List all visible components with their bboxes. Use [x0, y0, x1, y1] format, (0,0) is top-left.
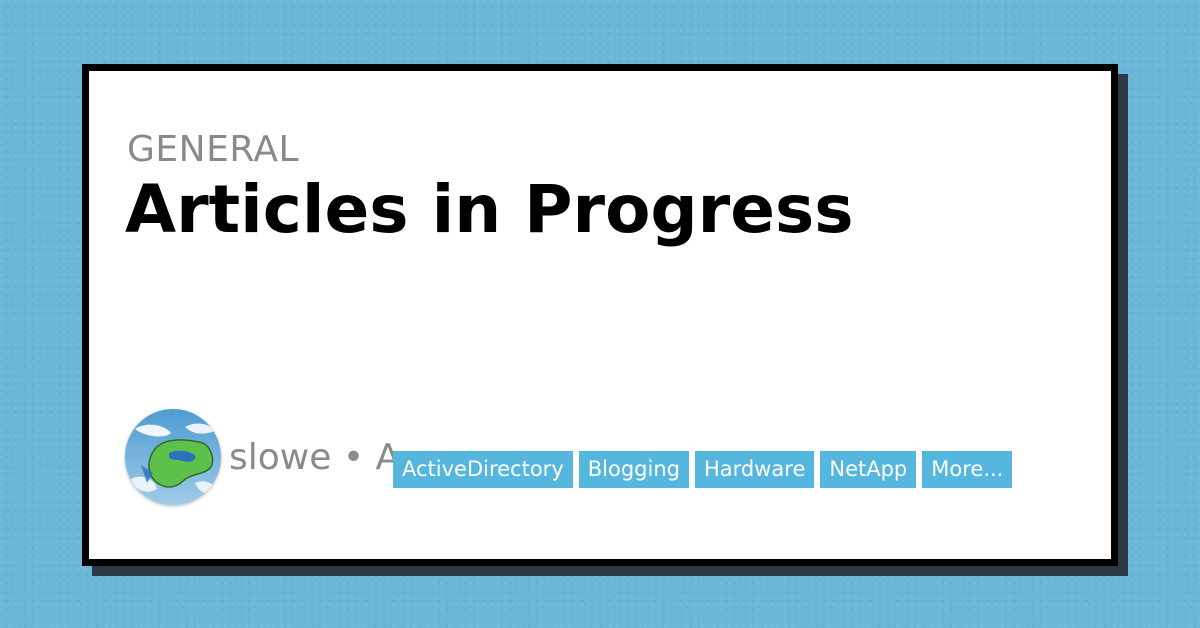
tag-blogging[interactable]: Blogging [578, 451, 689, 488]
author-name[interactable]: slowe [229, 437, 332, 478]
post-category: GENERAL [127, 129, 300, 170]
tag-list: ActiveDirectory Blogging Hardware NetApp… [393, 451, 1013, 488]
author-byline: slowe • A [229, 437, 397, 478]
post-card: GENERAL Articles in Progress [82, 64, 1118, 566]
tag-more[interactable]: More... [922, 451, 1013, 488]
post-title: Articles in Progress [125, 171, 854, 248]
byline-rest: • A [331, 437, 397, 478]
tag-hardware[interactable]: Hardware [694, 451, 815, 488]
post-footer: slowe • A ActiveDirectory Blogging Hardw… [125, 409, 1065, 509]
author-avatar [125, 409, 221, 505]
tag-netapp[interactable]: NetApp [820, 451, 917, 488]
tag-activedirectory[interactable]: ActiveDirectory [393, 451, 573, 488]
